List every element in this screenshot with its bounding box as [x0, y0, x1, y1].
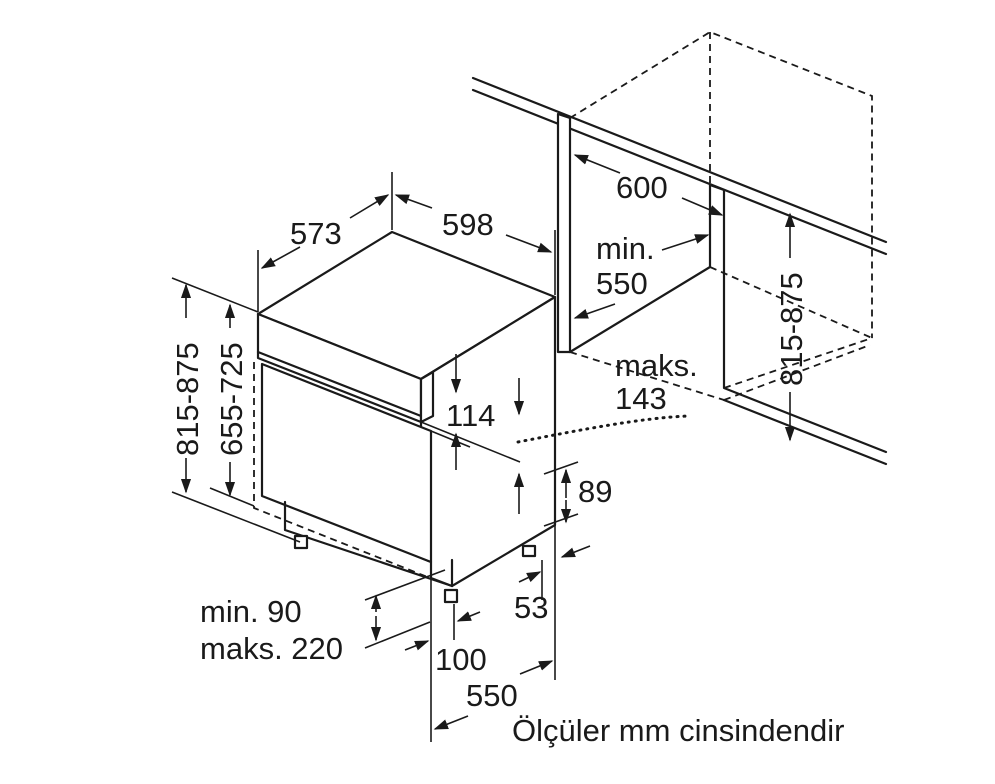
- depth-arrow-left: [260, 246, 301, 269]
- label-base-depth: 550: [466, 678, 518, 713]
- niche-depth-arrow-top: [661, 234, 710, 251]
- label-max-1: maks.: [615, 348, 698, 383]
- label-niche-width: 600: [616, 170, 668, 205]
- plinth-depth-arrow-right: [456, 611, 481, 622]
- base-depth-arrow-right: [519, 660, 554, 675]
- left-dimensions: [171, 277, 301, 543]
- label-panel-gap: 114: [446, 398, 495, 433]
- control-panel-lip: [256, 350, 423, 418]
- ext-line-bottom-outer: [171, 491, 301, 543]
- niche-recess-floor: [709, 266, 873, 339]
- ext-line-plinth-bottom: [364, 621, 431, 649]
- ext-line-bottom-inner: [209, 487, 255, 507]
- niche-right-panel: [708, 183, 888, 454]
- niche-depth-arrow-bottom: [573, 303, 616, 319]
- niche-recess-base: [569, 351, 725, 401]
- label-height-outer: 815-875: [170, 342, 205, 456]
- niche-left-panel: [556, 112, 572, 354]
- plinth-depth-arrow-left: [404, 640, 430, 651]
- depth-arrow-right: [349, 194, 390, 219]
- furniture-door-outline: [253, 362, 431, 579]
- bottom-dimensions: [364, 525, 556, 742]
- ext-line-foot-top: [543, 461, 579, 475]
- label-max-2: 143: [615, 381, 667, 416]
- label-height-inner: 655-725: [214, 342, 249, 456]
- foot-front-left: [293, 534, 309, 550]
- label-niche-height: 815-875: [774, 272, 809, 386]
- width-arrow-right: [505, 234, 553, 253]
- base-depth-arrow-left: [433, 715, 469, 730]
- foot-offset-arrow-left: [518, 571, 542, 583]
- foot-back-right: [521, 544, 537, 558]
- niche-recess-floor-front: [723, 337, 873, 389]
- label-plinth-1: min. 90: [200, 594, 302, 629]
- countertop-top-edge: [471, 76, 888, 244]
- foot-offset-arrow-right: [560, 545, 591, 558]
- countertop-bottom-edge: [471, 88, 888, 256]
- middle-dimensions: [420, 354, 690, 514]
- max-leader-dotted: [516, 414, 690, 444]
- foot-front-right: [443, 588, 459, 604]
- label-top-depth: 573: [290, 216, 342, 251]
- niche-recess-top: [569, 30, 873, 338]
- label-foot-height: 89: [578, 474, 612, 509]
- label-plinth-2: maks. 220: [200, 631, 343, 666]
- label-niche-depth-2: 550: [596, 266, 648, 301]
- width-arrow-left: [394, 194, 433, 209]
- base-front-edge: [283, 500, 454, 588]
- ext-line-door-top: [430, 430, 471, 448]
- ext-line-top-outer: [171, 277, 259, 313]
- control-panel-edge: [419, 370, 435, 424]
- niche-width-arrow-left: [573, 154, 621, 174]
- label-footnote: Ölçüler mm cinsindendir: [512, 713, 845, 748]
- ext-line-plinth-top: [364, 569, 446, 601]
- top-dimensions: [257, 172, 556, 312]
- niche-recess-base-back: [723, 344, 871, 401]
- niche-floor-edge: [722, 398, 888, 466]
- ext-line-panel-bottom: [420, 421, 521, 463]
- label-plinth-depth: 100: [435, 642, 487, 677]
- right-dimensions: [518, 461, 591, 600]
- label-niche-depth-1: min.: [596, 231, 655, 266]
- label-top-width: 598: [442, 207, 494, 242]
- dishwasher-body: [253, 230, 557, 604]
- label-foot-offset: 53: [514, 590, 548, 625]
- niche-width-arrow-right: [681, 197, 724, 216]
- niche-drawing: [471, 30, 888, 466]
